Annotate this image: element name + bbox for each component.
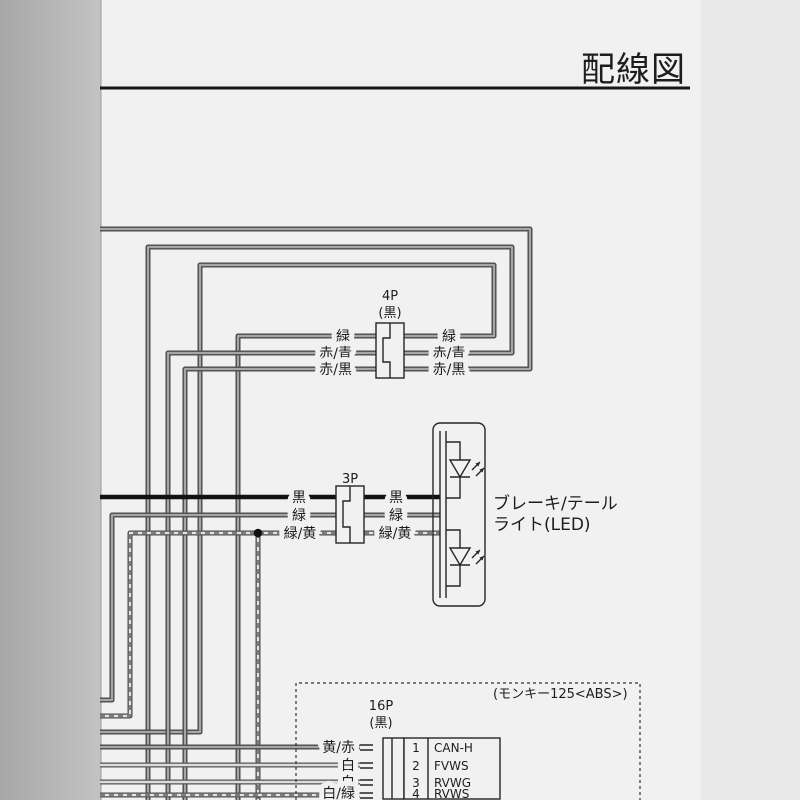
- wire-label-3p-left-3: 緑/黄: [284, 525, 317, 542]
- abs-section-boundary: [295, 682, 641, 800]
- wire-4p-left-green-core: [236, 334, 376, 800]
- wire-harness: [100, 226, 533, 800]
- led-2-diode-icon: [448, 547, 472, 567]
- wire-4p-right-red-blue: [145, 244, 515, 800]
- wire-label-16p-4: 白/緑: [322, 786, 355, 800]
- desk-background-left: [0, 0, 101, 800]
- wire-4p-right-red-black-core: [100, 227, 532, 371]
- connector-16p-pin-count: 16P: [369, 699, 394, 714]
- connector-4p-pin-count: 4P: [382, 289, 398, 304]
- page-title: 配線図: [581, 50, 686, 90]
- wire-label-3p-right-2: 緑: [389, 508, 403, 524]
- desk-background-right: [701, 0, 800, 800]
- wire-3p-left-green-core: [100, 513, 336, 702]
- wire-4p-left-red-black-core: [183, 367, 376, 800]
- abs-section-label: (モンキー125<ABS>): [493, 687, 628, 702]
- wire-3p-left-green: [100, 512, 336, 703]
- pin-name-1: CAN-H: [434, 741, 473, 755]
- wire-3p-left-green-yellow-stripe: [100, 531, 336, 718]
- pin-name-4: RVWS: [434, 787, 469, 800]
- brake-tail-light-label-line1: ブレーキ/テール: [493, 493, 618, 514]
- paper-sheet: [101, 0, 701, 800]
- wire-label-4p-right-2: 赤/青: [433, 346, 466, 362]
- connector-3p-pin-count: 3P: [342, 472, 358, 487]
- connector-3p-mating-line: [342, 486, 351, 543]
- pin-number-2: 2: [412, 759, 420, 773]
- led-1-diode-icon: [448, 459, 472, 479]
- wire-4p-left-red-black: [182, 366, 376, 800]
- wire-label-4p-right-3: 赤/黒: [433, 362, 466, 378]
- pin-number-1: 1: [412, 741, 420, 755]
- wire-4p-left-red-blue: [165, 350, 376, 800]
- wire-4p-left-green: [235, 333, 376, 800]
- wire-4p-right-red-blue-core: [146, 245, 514, 800]
- connector-16p-color: (黒): [369, 716, 392, 731]
- wire-4p-left-red-blue-core: [166, 351, 376, 800]
- pin-number-3: 3: [412, 776, 420, 790]
- brake-tail-light: [432, 422, 486, 607]
- wire-3p-left-green-yellow: [100, 530, 336, 719]
- connector-4p-mating-line: [382, 323, 391, 378]
- wire-label-4p-left-2: 赤/青: [319, 346, 352, 362]
- wire-label-3p-right-3: 緑/黄: [379, 525, 412, 542]
- connector-4p: 4P (黒): [375, 287, 405, 379]
- wire-label-4p-left-1: 緑: [336, 329, 350, 345]
- led-2-arrowheads-icon: [475, 550, 484, 561]
- connector-3p: 3P: [335, 470, 365, 544]
- wire-label-3p-left-2: 緑: [292, 508, 306, 524]
- wire-label-3p-left-1: 黒: [292, 490, 306, 506]
- connector-16p-pin-table: [403, 737, 501, 800]
- wire-label-16p-1: 黄/赤: [322, 739, 355, 756]
- brake-tail-light-label-line2: ライト(LED): [493, 515, 591, 535]
- wire-label-3p-right-1: 黒: [389, 490, 403, 506]
- wire-label-4p-right-1: 緑: [442, 329, 456, 345]
- led-1-arrowheads-icon: [475, 462, 484, 473]
- connector-16p: 16P (黒) 1 CAN-H 2 FVWS 3 RVWG 4 RVWS: [360, 697, 501, 800]
- connector-4p-color: (黒): [378, 306, 401, 321]
- wire-label-4p-left-3: 赤/黒: [319, 362, 352, 378]
- connector-16p-terminal-ticks: [360, 744, 373, 799]
- connector-16p-housing: [382, 737, 405, 800]
- pin-name-2: FVWS: [434, 759, 469, 773]
- splice-junction-dot: [253, 528, 263, 538]
- brake-tail-light-housing: [432, 422, 486, 607]
- pin-name-3: RVWG: [434, 776, 471, 790]
- wire-4p-right-red-black: [100, 226, 533, 372]
- wire-label-16p-2: 白: [341, 758, 355, 774]
- pin-number-4: 4: [412, 787, 420, 800]
